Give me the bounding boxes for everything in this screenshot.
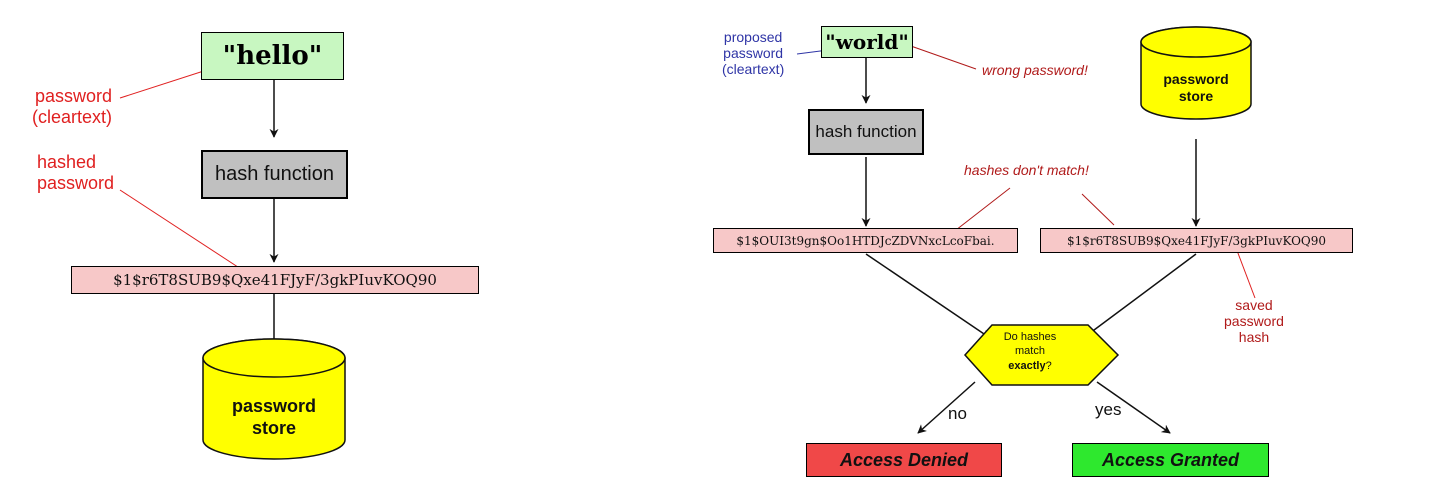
wrong-password-note: wrong password! [982,62,1088,78]
proposed-password-value: "world" [825,30,909,54]
hash-function-box: hash function [201,150,348,199]
password-cleartext-note: password (cleartext) [32,86,113,127]
hash-function-box-right: hash function [808,109,924,155]
hash-function-label-right: hash function [815,122,917,141]
leader-mismatch-right [1081,193,1115,226]
computed-hash-value: $1$OUI3t9gn$Oo1HTDJcZDVNxcLcoFbai. [736,233,995,248]
hashed-password-value-box: $1$r6T8SUB9$Qxe41FJyF/3gkPIuvKOQ90 [71,266,479,294]
cleartext-password-box: "hello" [201,32,344,80]
access-granted-box: Access Granted [1072,443,1269,477]
arrow-saved-to-decision [1085,253,1197,337]
password-store-label-right: password store [1163,71,1229,104]
saved-password-hash-note: saved password hash [1224,297,1284,346]
hash-function-label: hash function [215,163,334,185]
decision-hexagon [963,324,1120,386]
leader-mismatch-left [955,187,1011,231]
hashed-password-value: $1$r6T8SUB9$Qxe41FJyF/3gkPIuvKOQ90 [113,271,437,289]
proposed-password-note: proposed password (cleartext) [722,29,785,78]
yes-label: yes [1095,400,1122,419]
proposed-password-box: "world" [821,26,913,58]
password-store-label-left: password store [231,396,317,438]
leader-hashed-password [119,189,245,272]
saved-hash-box: $1$r6T8SUB9$Qxe41FJyF/3gkPIuvKOQ90 [1040,228,1353,253]
decision-question: Do hashes match exactly? [1003,331,1057,372]
cleartext-password-value: "hello" [222,41,323,71]
computed-hash-box: $1$OUI3t9gn$Oo1HTDJcZDVNxcLcoFbai. [713,228,1018,253]
no-label: no [948,404,967,423]
password-store-cylinder-right [1140,26,1252,120]
access-granted-label: Access Granted [1101,449,1240,470]
arrow-no [917,381,976,434]
saved-hash-value: $1$r6T8SUB9$Qxe41FJyF/3gkPIuvKOQ90 [1066,233,1327,248]
arrow-yes [1096,381,1171,434]
arrow-computed-to-decision [865,253,991,339]
hashed-password-note: hashed password [37,152,115,193]
leader-wrong-password [907,44,977,70]
access-denied-box: Access Denied [806,443,1002,477]
hashes-dont-match-note: hashes don't match! [964,162,1089,178]
access-denied-label: Access Denied [839,449,969,470]
leader-password-cleartext [119,67,214,99]
password-store-cylinder-left [202,338,346,460]
